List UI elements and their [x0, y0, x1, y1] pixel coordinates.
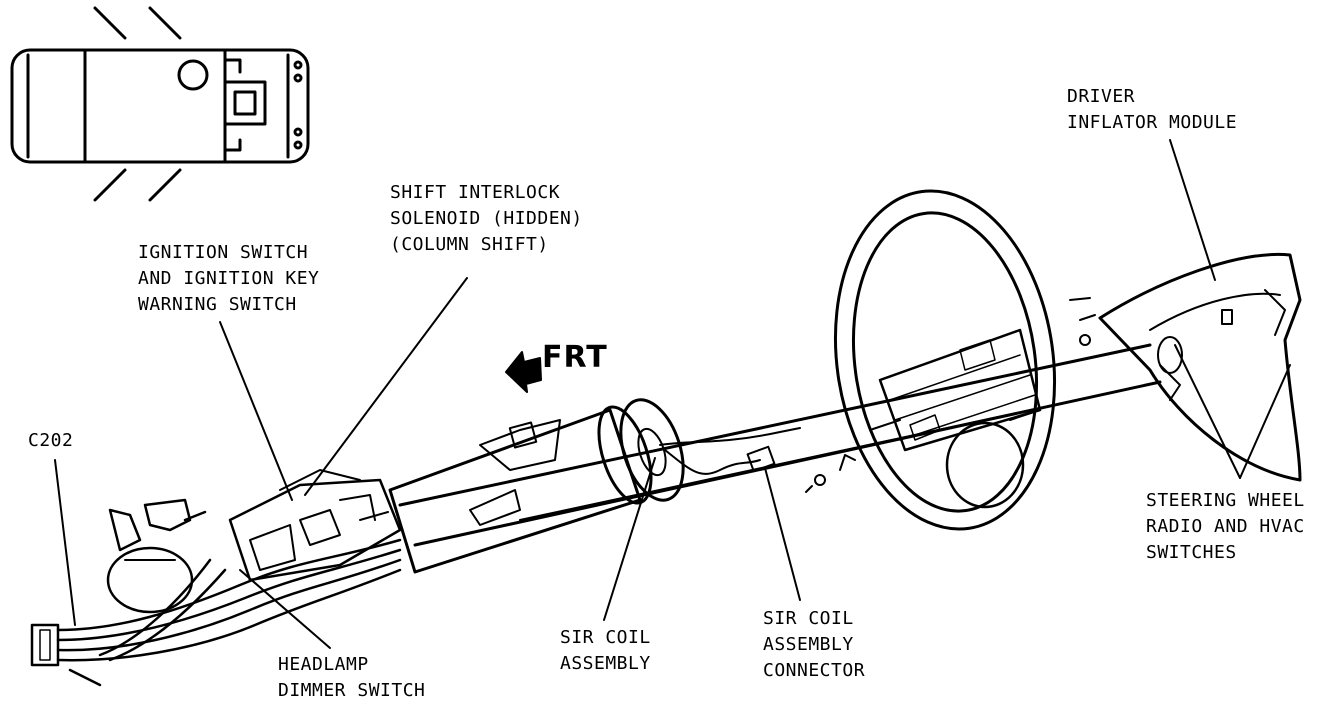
headlamp-dimmer-mechanism — [106, 498, 207, 614]
label-line: SHIFT INTERLOCK — [390, 182, 561, 203]
front-arrow-label: FRT — [542, 340, 608, 375]
leader-steering-switches-a — [1174, 344, 1241, 479]
label-steering-wheel-switches: STEERING WHEEL RADIO AND HVAC SWITCHES — [1146, 488, 1305, 566]
leader-sir-coil-connector — [764, 467, 801, 601]
steering-wheel — [833, 189, 1057, 531]
label-line: STEERING WHEEL — [1146, 490, 1305, 511]
label-line: SIR COIL — [560, 627, 651, 648]
label-sir-coil-connector: SIR COIL ASSEMBLY CONNECTOR — [763, 606, 865, 684]
sir-coil-wire — [659, 427, 826, 493]
label-line: WARNING SWITCH — [138, 294, 297, 315]
label-ignition-switch: IGNITION SWITCH AND IGNITION KEY WARNING… — [138, 240, 319, 318]
vehicle-locator-icon — [10, 6, 310, 202]
label-line: SOLENOID (HIDDEN) — [390, 208, 583, 229]
label-sir-coil-assembly: SIR COIL ASSEMBLY — [560, 625, 651, 677]
label-driver-inflator-module: DRIVER INFLATOR MODULE — [1067, 84, 1237, 136]
leader-driver-inflator — [1169, 139, 1216, 281]
label-shift-interlock-solenoid: SHIFT INTERLOCK SOLENOID (HIDDEN) (COLUM… — [390, 180, 583, 258]
label-line: RADIO AND HVAC — [1146, 516, 1305, 537]
label-line: ASSEMBLY — [763, 634, 854, 655]
label-line: CONNECTOR — [763, 660, 866, 681]
label-headlamp-dimmer-switch: HEADLAMP DIMMER SWITCH — [278, 652, 425, 704]
leader-sir-coil — [603, 457, 656, 621]
label-line: (COLUMN SHIFT) — [390, 234, 549, 255]
label-line: C202 — [28, 430, 74, 451]
label-line: AND IGNITION KEY — [138, 268, 320, 289]
label-line: SIR COIL — [763, 608, 854, 629]
leader-c202 — [54, 459, 76, 626]
leader-ignition-switch — [219, 321, 293, 501]
label-c202: C202 — [28, 428, 73, 454]
ignition-switch-assembly — [228, 469, 402, 582]
label-line: IGNITION SWITCH — [138, 242, 309, 263]
label-line: DRIVER — [1067, 86, 1136, 107]
label-line: DIMMER SWITCH — [278, 680, 426, 701]
label-line: SWITCHES — [1146, 542, 1237, 563]
leader-shift-interlock — [304, 277, 468, 496]
wiring-harness — [30, 538, 402, 687]
label-line: ASSEMBLY — [560, 653, 651, 674]
label-line: INFLATOR MODULE — [1067, 112, 1238, 133]
front-arrow-icon — [505, 351, 542, 393]
leader-headlamp-dimmer — [239, 569, 331, 649]
label-line: HEADLAMP — [278, 654, 369, 675]
leader-steering-switches-b — [1239, 364, 1291, 479]
column-housing — [388, 398, 685, 574]
leader-lines — [54, 139, 1291, 649]
driver-inflator-module — [1069, 252, 1302, 482]
